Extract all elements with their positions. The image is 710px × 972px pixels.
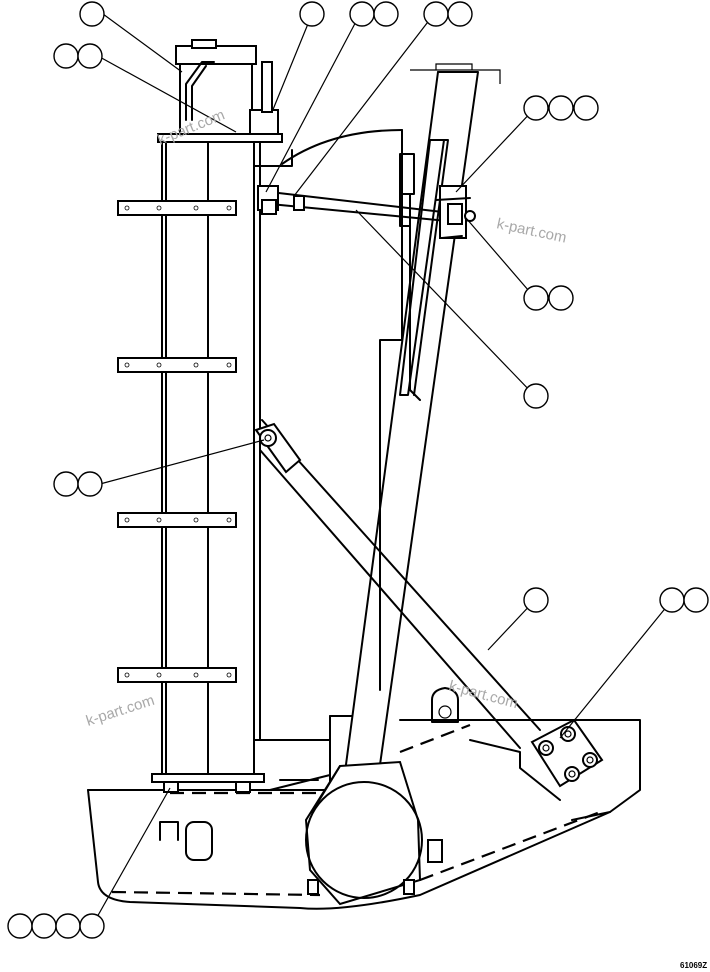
tie-rod	[257, 185, 476, 239]
vertical-column	[117, 139, 265, 793]
callout-bubble	[53, 43, 103, 69]
column-bracket	[117, 667, 237, 683]
watermark: k-part.com	[84, 692, 157, 730]
base-frame	[87, 687, 641, 910]
figure-code: 61069Z	[680, 961, 707, 970]
inclined-boom	[344, 63, 501, 801]
top-housing	[157, 39, 293, 167]
callout-bubble	[523, 383, 549, 409]
column-bracket	[117, 512, 237, 528]
callout-bubble	[79, 1, 105, 27]
callout-bubble	[523, 95, 599, 121]
callout-bubble	[423, 1, 473, 27]
callout-bubble	[659, 587, 709, 613]
pivot-drum	[304, 760, 443, 906]
callout-bubbles	[7, 1, 709, 939]
callout-bubble	[523, 587, 549, 613]
callout-bubble	[349, 1, 399, 27]
callout-bubble	[53, 471, 103, 497]
base-mount-plate	[530, 718, 604, 788]
callout-bubble	[523, 285, 574, 311]
watermark: k-part.com	[495, 215, 568, 246]
leader-lines	[91, 13, 673, 927]
column-bracket	[117, 357, 237, 373]
callout-bubble	[299, 1, 325, 27]
callout-bubble	[7, 913, 105, 939]
diagonal-strut	[254, 419, 541, 749]
column-bracket	[117, 200, 237, 216]
